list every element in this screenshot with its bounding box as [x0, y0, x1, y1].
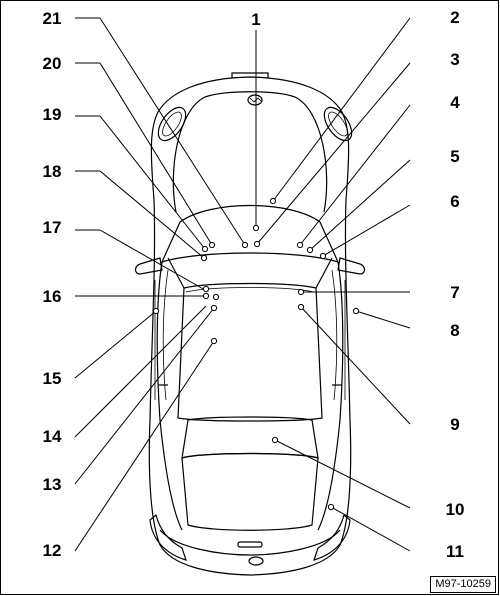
leader-4 [299, 104, 411, 246]
callout-labels: 1 2 3 4 5 6 7 8 9 10 11 12 13 14 15 16 1… [43, 8, 465, 561]
point-3 [253, 240, 261, 248]
leader-19b [99, 115, 206, 250]
point-19 [201, 245, 209, 253]
point-21 [241, 241, 249, 249]
callout-1: 1 [251, 10, 260, 29]
callout-5: 5 [450, 147, 459, 166]
leader-6 [322, 204, 411, 257]
point-2 [269, 197, 277, 205]
rear-boot-handle [237, 541, 263, 548]
leader-14 [74, 305, 207, 438]
point-9 [297, 303, 305, 311]
rear-emblem [248, 556, 264, 566]
callout-12: 12 [43, 541, 62, 560]
right-rear-light [313, 513, 351, 561]
point-16 [202, 292, 210, 300]
callout-2: 2 [450, 8, 459, 27]
leader-11 [330, 506, 411, 552]
leader-13 [74, 307, 215, 485]
callout-3: 3 [450, 50, 459, 69]
leader-18b [99, 170, 205, 259]
left-door [156, 261, 183, 531]
leader-9 [300, 306, 411, 425]
car-outer-silhouette [148, 76, 352, 576]
figure-reference-label: M97-10259 [430, 576, 496, 593]
callout-8: 8 [450, 321, 459, 340]
callout-20: 20 [43, 54, 62, 73]
callout-15: 15 [43, 369, 62, 388]
callout-13: 13 [43, 475, 62, 494]
hood-outline [172, 91, 328, 213]
point-11 [327, 503, 335, 511]
component-points [152, 197, 360, 511]
point-14 [212, 293, 220, 301]
car-body-outline [134, 72, 366, 576]
right-wing-mirror [337, 257, 366, 275]
leader-2 [272, 17, 411, 202]
rear-bumper [159, 529, 341, 556]
left-headlight-inner [162, 111, 182, 137]
right-a-pillar [315, 257, 333, 289]
callout-16: 16 [43, 287, 62, 306]
point-13 [210, 304, 218, 312]
point-17 [202, 285, 210, 293]
point-18 [200, 254, 208, 262]
leader-20b [99, 62, 213, 246]
point-10 [271, 436, 279, 444]
left-door-glass [162, 269, 169, 401]
callout-7: 7 [450, 283, 459, 302]
callout-6: 6 [450, 192, 459, 211]
point-6 [319, 252, 327, 260]
leader-8 [355, 310, 411, 329]
left-rear-light [149, 513, 187, 561]
right-door [317, 261, 344, 531]
leader-lines [74, 17, 411, 552]
front-grille [231, 72, 269, 78]
right-door-glass [331, 269, 338, 401]
point-12 [210, 337, 218, 345]
point-20 [208, 241, 216, 249]
point-8 [352, 307, 360, 315]
windscreen [160, 204, 340, 263]
left-wing-mirror [134, 257, 163, 275]
callout-21: 21 [43, 9, 62, 28]
callout-18: 18 [43, 162, 62, 181]
point-5 [306, 246, 314, 254]
point-15 [152, 307, 160, 315]
leader-17b [99, 229, 206, 291]
leader-12 [74, 340, 215, 552]
callout-10: 10 [446, 500, 465, 519]
boot-lid [181, 452, 319, 531]
leader-10 [274, 439, 411, 509]
callout-4: 4 [450, 93, 460, 112]
callout-14: 14 [43, 427, 62, 446]
point-4 [296, 241, 304, 249]
callout-11: 11 [446, 542, 464, 561]
point-1 [252, 224, 260, 232]
callout-9: 9 [450, 415, 459, 434]
roof-outline [177, 282, 323, 422]
right-headlight-inner [328, 111, 348, 137]
leader-15 [74, 310, 157, 379]
leader-5 [309, 159, 411, 251]
leader-21b [99, 17, 246, 246]
right-headlight [323, 106, 353, 142]
callout-19: 19 [43, 105, 62, 124]
callout-17: 17 [43, 218, 62, 237]
point-7 [297, 288, 305, 296]
front-emblem [247, 94, 263, 106]
leader-3 [256, 62, 411, 245]
